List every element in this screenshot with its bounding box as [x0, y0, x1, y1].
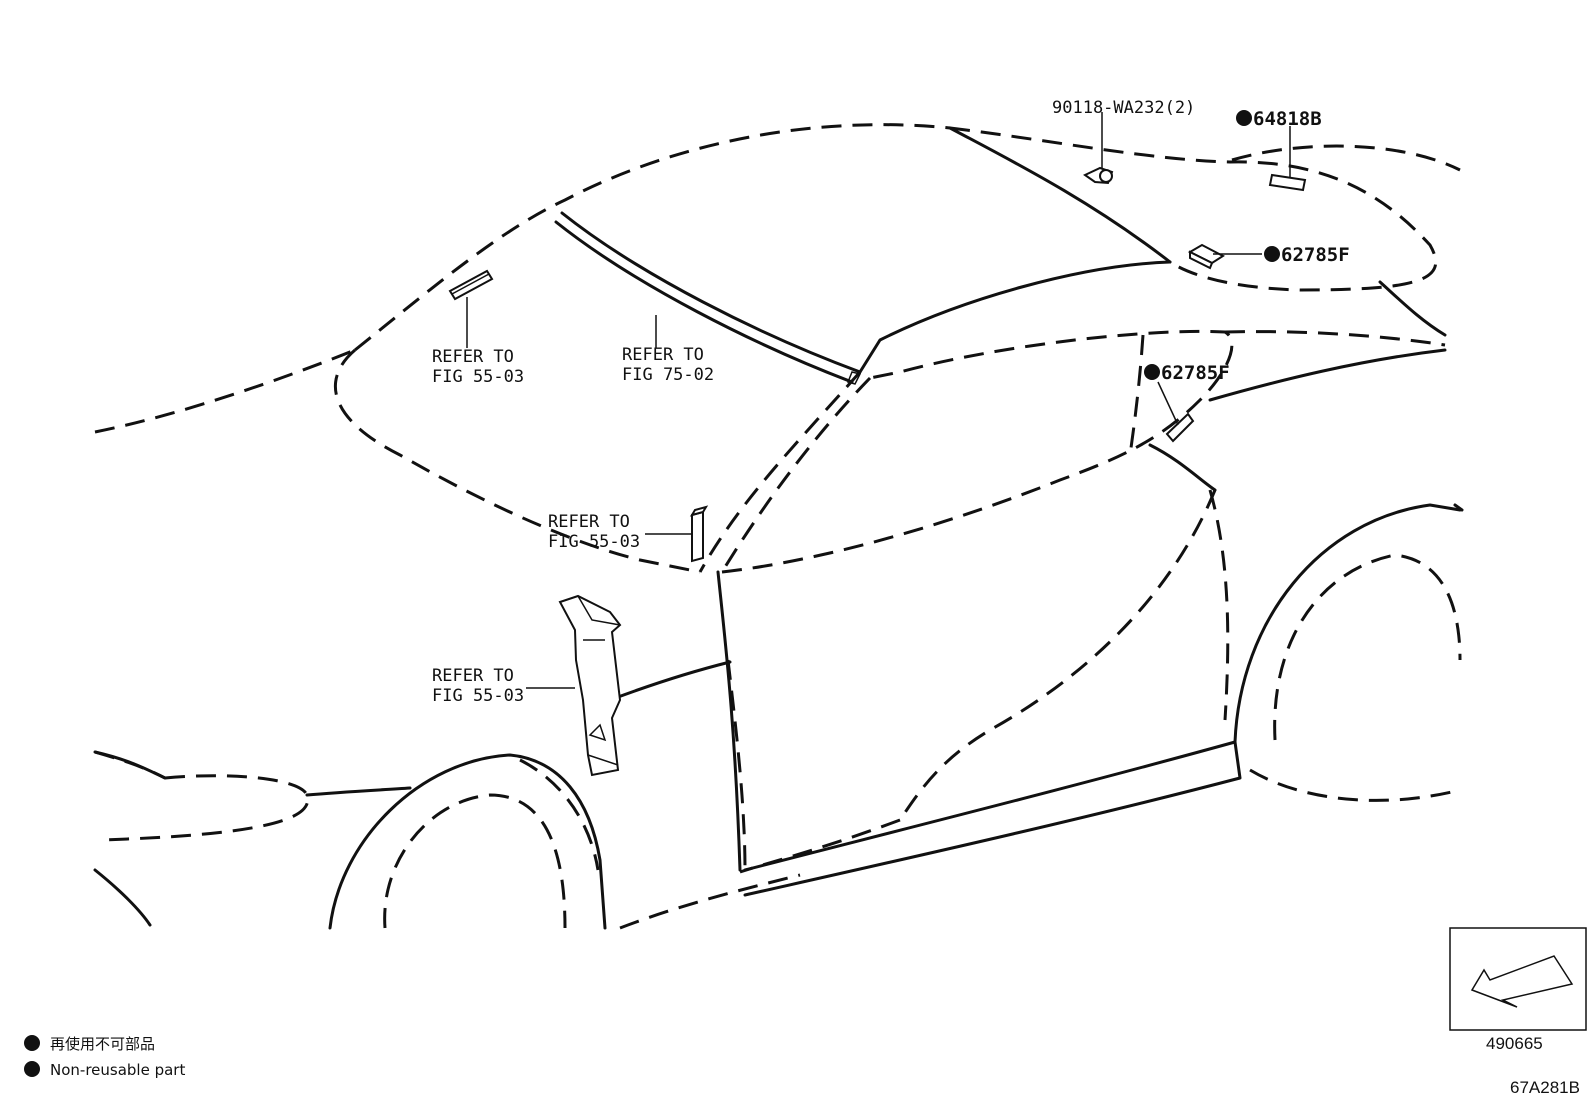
refer-3-line2: FIG 55-03 — [548, 532, 640, 552]
part-62785f-lower-pad — [1165, 412, 1195, 443]
part-62785f-upper-label: 62785F — [1281, 244, 1350, 266]
non-reusable-dot-64818b — [1236, 110, 1252, 126]
part-62785f-upper-pad — [1187, 243, 1225, 270]
refer-4-line1: REFER TO — [432, 666, 514, 686]
screw-label: 90118-WA232(2) — [1052, 98, 1195, 118]
refer-2-line2: FIG 75-02 — [622, 365, 714, 385]
legend-line-japanese: 再使用不可部品 — [50, 1035, 155, 1053]
refer-3-line1: REFER TO — [548, 512, 630, 532]
refer-2-line1: REFER TO — [622, 345, 704, 365]
part-62785f-lower-label: 62785F — [1161, 362, 1230, 384]
part-64818b-label: 64818B — [1253, 108, 1322, 130]
refer-1-line1: REFER TO — [432, 347, 514, 367]
part-windshield-clip — [448, 269, 494, 301]
legend-dot-icon-2 — [24, 1061, 40, 1077]
part-fender-liner — [558, 594, 622, 777]
part-pillar-pad — [689, 505, 709, 563]
non-reusable-dot-62785f-upper — [1264, 246, 1280, 262]
leader-lines — [466, 112, 1291, 689]
view-direction-arrow-icon — [1470, 955, 1574, 1008]
legend-line-english: Non-reusable part — [50, 1061, 185, 1079]
part-64818b-pad — [1268, 173, 1307, 192]
refer-4-line2: FIG 55-03 — [432, 686, 524, 706]
windshield-molding — [554, 211, 862, 385]
car-body-outline — [93, 123, 1464, 930]
callout-labels: 90118-WA232(2) 64818B 62785F 62785F REFE… — [432, 98, 1350, 706]
non-reusable-dot-62785f-lower — [1144, 364, 1160, 380]
view-box-code: 490665 — [1486, 1034, 1543, 1053]
part-screw-90118 — [1083, 166, 1114, 185]
figure-code: 67A281B — [1510, 1078, 1580, 1097]
view-direction-box: 490665 — [1449, 927, 1587, 1053]
legend-dot-icon-1 — [24, 1035, 40, 1051]
refer-1-line2: FIG 55-03 — [432, 367, 524, 387]
legend: 再使用不可部品 Non-reusable part — [24, 1035, 185, 1079]
